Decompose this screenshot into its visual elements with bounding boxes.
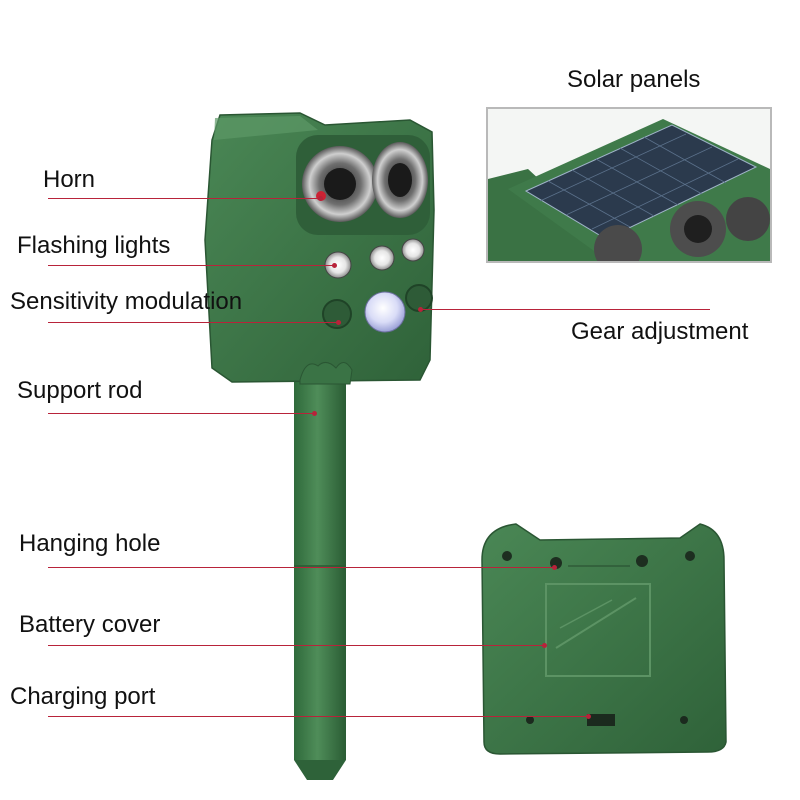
leader-charging-port	[48, 716, 588, 717]
leader-flashing-lights	[48, 265, 334, 266]
leader-horn	[48, 198, 320, 199]
leader-dot-sensitivity-modulation	[336, 320, 341, 325]
label-charging-port: Charging port	[10, 683, 156, 710]
leader-dot-horn	[318, 196, 323, 201]
leader-battery-cover	[48, 645, 544, 646]
solar-panel-illustration	[488, 109, 770, 261]
leader-hanging-hole	[48, 567, 554, 568]
leader-dot-support-rod	[312, 411, 317, 416]
leader-sensitivity-modulation	[48, 322, 338, 323]
leader-dot-flashing-lights	[332, 263, 337, 268]
device-front-shape	[204, 112, 435, 385]
label-gear-adjustment: Gear adjustment	[571, 318, 749, 345]
label-support-rod: Support rod	[17, 377, 143, 404]
device-back-shape	[481, 523, 727, 755]
leader-gear-adjustment	[420, 309, 710, 310]
leader-dot-battery-cover	[542, 643, 547, 648]
leader-dot-gear-adjustment	[418, 307, 423, 312]
label-hanging-hole: Hanging hole	[19, 530, 161, 557]
label-solar-panels: Solar panels	[567, 66, 701, 93]
label-sensitivity-modulation: Sensitivity modulation	[10, 288, 243, 315]
leader-dot-charging-port	[586, 714, 591, 719]
support-rod-shape	[294, 375, 346, 780]
label-horn: Horn	[43, 166, 96, 193]
leader-support-rod	[48, 413, 314, 414]
label-battery-cover: Battery cover	[19, 611, 161, 638]
solar-panel-inset	[486, 107, 772, 263]
label-flashing-lights: Flashing lights	[17, 232, 171, 259]
leader-dot-hanging-hole	[552, 565, 557, 570]
